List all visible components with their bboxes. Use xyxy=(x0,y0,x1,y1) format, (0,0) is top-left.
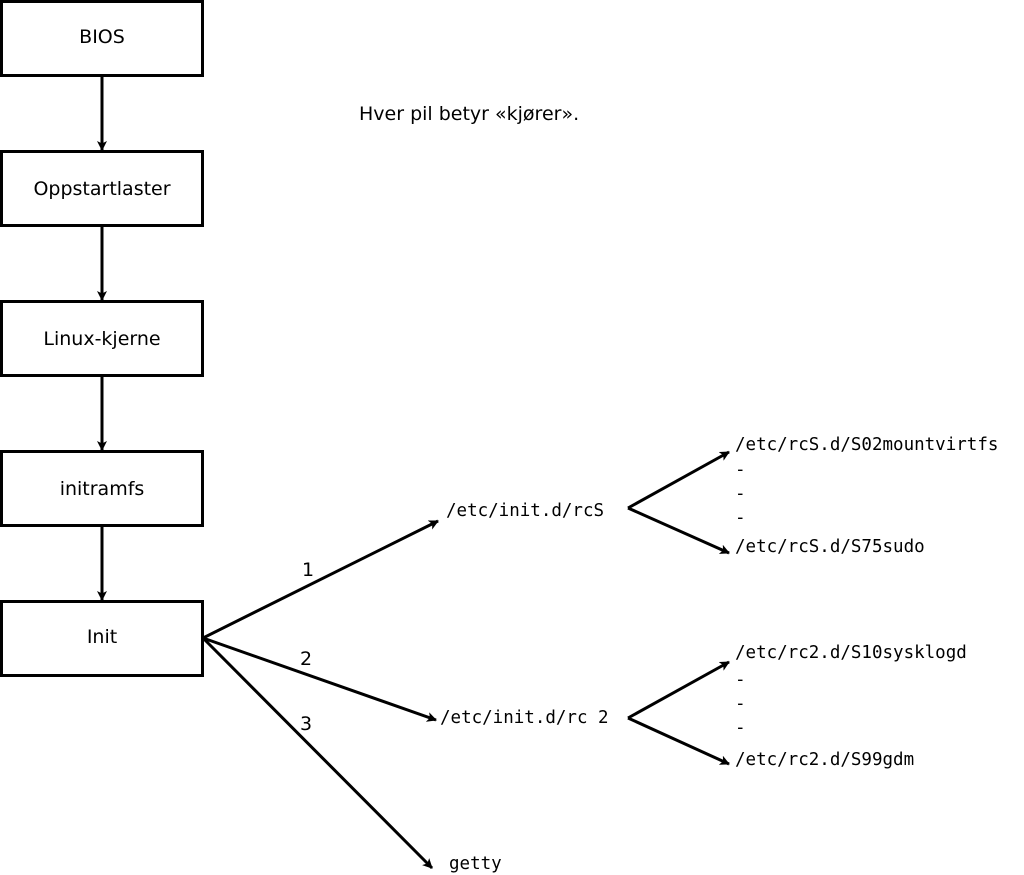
target-getty: getty xyxy=(449,854,502,874)
edge-label-1: 1 xyxy=(302,559,314,581)
arrow-rcs-to-last xyxy=(627,506,730,555)
box-init: Init xyxy=(0,600,204,677)
box-initramfs-label: initramfs xyxy=(60,478,145,500)
rcs-script-dash-3: - xyxy=(735,508,746,528)
rc2-script-dash-2: - xyxy=(735,694,746,714)
arrow-rc2-to-first xyxy=(627,660,730,720)
rcs-script-dash-2: - xyxy=(735,484,746,504)
box-kernel: Linux-kjerne xyxy=(0,300,204,377)
arrow-init-to-rcs xyxy=(202,519,439,640)
box-kernel-label: Linux-kjerne xyxy=(43,328,160,350)
box-init-label: Init xyxy=(87,626,117,648)
rcs-script-first: /etc/rcS.d/S02mountvirtfs xyxy=(735,435,998,455)
target-rcs: /etc/init.d/rcS xyxy=(446,501,604,521)
rc2-script-dash-1: - xyxy=(735,670,746,690)
edge-label-3: 3 xyxy=(300,713,312,735)
rcs-script-dash-1: - xyxy=(735,460,746,480)
box-bootloader-label: Oppstartlaster xyxy=(33,178,170,200)
rcs-script-last: /etc/rcS.d/S75sudo xyxy=(735,537,925,557)
box-bootloader: Oppstartlaster xyxy=(0,150,204,227)
arrow-init-to-rc2 xyxy=(202,636,437,722)
box-initramfs: initramfs xyxy=(0,450,204,527)
rc2-script-last: /etc/rc2.d/S99gdm xyxy=(735,750,914,770)
arrow-rcs-to-first xyxy=(627,450,730,510)
legend-note: Hver pil betyr «kjører». xyxy=(359,103,579,125)
box-bios: BIOS xyxy=(0,0,204,77)
target-rc2: /etc/init.d/rc 2 xyxy=(440,708,609,728)
arrow-init-to-getty xyxy=(201,636,434,870)
arrow-rc2-to-last xyxy=(627,716,730,766)
box-bios-label: BIOS xyxy=(79,26,125,48)
edge-label-2: 2 xyxy=(300,648,312,670)
rc2-script-first: /etc/rc2.d/S10sysklogd xyxy=(735,643,967,663)
rc2-script-dash-3: - xyxy=(735,718,746,738)
